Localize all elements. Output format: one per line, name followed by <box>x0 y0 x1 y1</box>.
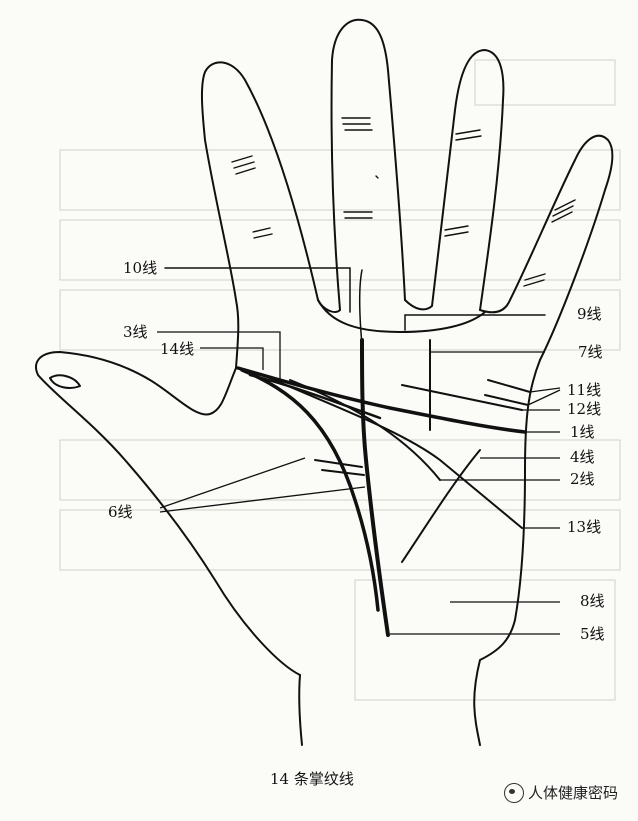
wechat-icon <box>504 782 524 803</box>
line-11b <box>484 394 529 406</box>
line-fate-thin <box>358 269 363 346</box>
label-7: 7线 <box>578 343 603 361</box>
line-6b <box>321 469 365 476</box>
middle-finger-outline <box>317 18 406 313</box>
index-finger-outline <box>200 61 319 369</box>
palm-top-web <box>317 299 486 333</box>
label-2: 2线 <box>570 470 595 488</box>
label-11: 11线 <box>567 381 602 399</box>
little-finger-outline <box>479 134 614 361</box>
background-ghost <box>59 59 621 701</box>
line-10 <box>164 267 351 313</box>
label-10: 10线 <box>123 259 158 277</box>
leader-11b <box>527 389 561 406</box>
label-5: 5线 <box>580 625 605 643</box>
line-13 <box>269 377 523 529</box>
label-6: 6线 <box>108 503 133 521</box>
label-12: 12线 <box>567 400 602 418</box>
line-1-life-main <box>236 366 527 434</box>
figure-caption: 14 条掌纹线 <box>270 770 354 788</box>
line-4 <box>401 449 481 563</box>
leader-6a <box>159 457 306 509</box>
label-14: 14线 <box>160 340 195 358</box>
label-9: 9线 <box>577 305 602 323</box>
wrist-left <box>298 674 303 746</box>
line-14 <box>248 373 382 420</box>
label-1: 1线 <box>570 423 595 441</box>
palm-edge <box>473 359 541 746</box>
finger-creases <box>231 117 576 287</box>
line-6a <box>314 459 363 468</box>
line-9 <box>404 314 546 331</box>
leader-lines <box>157 331 561 635</box>
watermark-text: 人体健康密码 <box>528 784 619 802</box>
label-13: 13线 <box>567 518 602 536</box>
leader-11a <box>529 387 561 393</box>
line-5-fate <box>360 338 390 637</box>
hand-outline <box>35 18 614 746</box>
line-2 <box>289 379 441 481</box>
ring-finger-outline <box>404 49 505 311</box>
line-11a <box>487 379 531 393</box>
leader-6b <box>159 486 366 513</box>
leader-14 <box>200 347 264 370</box>
palm-lines <box>164 267 546 637</box>
label-3: 3线 <box>123 323 148 341</box>
line-3-head <box>240 368 380 612</box>
watermark: 人体健康密码 <box>504 782 618 803</box>
line-12 <box>401 384 523 411</box>
thumb-outline <box>35 351 301 676</box>
thumbnail <box>49 374 81 389</box>
label-8: 8线 <box>580 592 605 610</box>
leader-3 <box>157 331 281 380</box>
label-4: 4线 <box>570 448 595 466</box>
